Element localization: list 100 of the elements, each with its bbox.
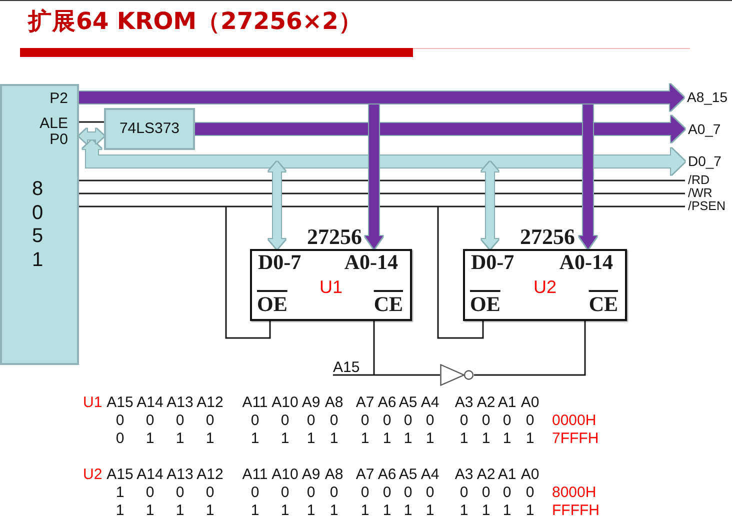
bit-value: 0 [404,412,412,430]
bit-value: 1 [116,502,124,520]
bit-value: 1 [404,430,412,448]
address-bit-label: A11 [242,466,268,484]
bit-value: 0 [426,484,434,502]
bit-value: 1 [280,430,290,448]
bit-value: 0 [146,484,154,502]
part-number-label: 27256 [307,225,362,249]
bit-value: 1 [502,430,512,448]
bit-value: 0 [460,484,468,502]
address-value: 8000H [552,484,596,502]
address-bit-label: A7 [356,394,374,412]
bit-value: 0 [426,412,434,430]
address-bit-label: A11 [242,394,268,412]
wire [79,192,685,194]
bit-value: 0 [306,412,316,430]
page-title: 扩展64 KROM（27256×2） [28,6,362,36]
wire [373,321,375,375]
bit-value: 1 [250,430,260,448]
microcontroller-box [0,84,79,365]
part-number-label: 27256 [520,225,575,249]
address-bit-label: A6 [378,394,396,412]
signal-label: /WR [688,187,712,200]
wire [474,321,586,376]
pin-label: OE [470,293,500,315]
bit-value: 0 [176,412,184,430]
bit-value: 0 [526,484,534,502]
bit-value: 0 [250,412,260,430]
bit-value: 1 [206,430,214,448]
address-bit-label: A15 [106,394,134,412]
bit-value: 0 [280,484,290,502]
pin-label: D0-7 [471,251,514,273]
bit-value: 1 [146,502,154,520]
address-bit-label: A12 [196,394,224,412]
address-bit-label: A12 [196,466,224,484]
inverter-symbol [440,364,474,386]
bus-label: A8_15 [687,89,728,106]
address-bit-label: A15 [106,466,134,484]
bit-value: 1 [460,502,468,520]
bit-value: 0 [382,412,392,430]
address-bit-label: A9 [302,394,320,412]
bus-arrow [490,148,685,175]
bit-value: 1 [146,430,154,448]
pin-label: A0-14 [344,251,398,273]
chip-id-label: U2 [534,277,556,297]
wire [79,206,226,208]
address-bit-label: A9 [302,466,320,484]
bit-value: 1 [176,502,184,520]
bit-value: 0 [502,484,512,502]
address-bit-label: A3 [454,466,474,484]
port-label: P2 [50,90,68,106]
pin-label: D0-7 [258,251,302,273]
bus-arrow [579,104,597,249]
bit-value: 1 [360,502,370,520]
chip-id-label: U1 [83,394,102,412]
bit-value: 0 [502,412,512,430]
bit-value: 1 [306,430,316,448]
bit-value: 0 [116,412,124,430]
bit-value: 1 [404,502,412,520]
address-bit-label: A3 [454,394,474,412]
bit-value: 0 [330,484,338,502]
address-bit-label: A5 [398,394,418,412]
bit-value: 0 [482,484,490,502]
pin-label: CE [374,293,403,315]
bit-value: 0 [460,412,468,430]
bit-value: 0 [330,412,338,430]
signal-label: A15 [333,361,360,375]
bit-value: 0 [206,484,214,502]
address-bit-label: A5 [398,466,418,484]
pin-label: OE [257,293,288,315]
bit-value: 0 [382,484,392,502]
bit-value: 1 [502,502,512,520]
bus-arrow [588,84,684,111]
wire [79,121,104,123]
bit-value: 0 [482,412,490,430]
address-bit-label: A4 [420,466,440,484]
bit-value: 0 [250,484,260,502]
bus-arrow [79,128,104,144]
bit-value: 0 [404,484,412,502]
bit-value: 0 [116,430,124,448]
pin-label: A0-14 [559,251,613,273]
bit-value: 1 [460,430,468,448]
address-bit-label: A8 [324,466,344,484]
address-bit-label: A0 [520,394,540,412]
chip-id-label: U2 [83,466,102,484]
bit-value: 1 [280,502,290,520]
address-bit-label: A1 [498,466,516,484]
wire [374,374,440,376]
address-bit-label: A2 [476,394,496,412]
bit-value: 1 [426,502,434,520]
bit-value: 0 [360,412,370,430]
bit-value: 1 [250,502,260,520]
part-number-label: 74LS373 [119,120,180,138]
address-bit-label: A13 [166,394,194,412]
address-bit-label: A4 [420,394,440,412]
pin-label: CE [588,293,618,315]
wire [437,206,484,339]
bit-value: 0 [280,412,290,430]
address-bit-label: A8 [324,394,344,412]
bit-value: 0 [206,412,214,430]
